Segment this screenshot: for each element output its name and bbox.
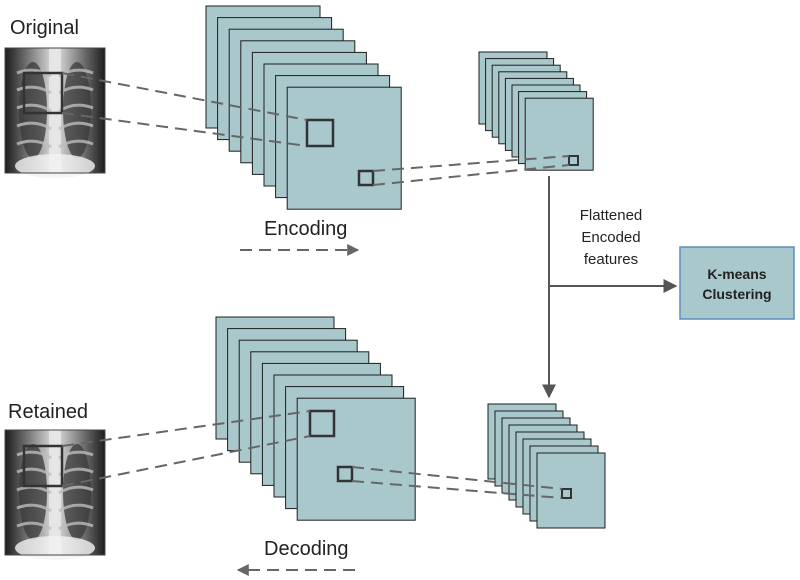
features-label-line2: Encoded	[581, 229, 640, 246]
original-patch-box	[22, 71, 64, 115]
decoder-large-feature-stack	[215, 316, 416, 521]
features-label-line1: Flattened	[580, 207, 643, 224]
retained-xray-image	[3, 428, 107, 562]
projection-lines	[61, 72, 570, 499]
kmeans-line2: Clustering	[702, 286, 771, 302]
encoder-output-kernel	[568, 155, 579, 166]
decoder-kernel-small	[336, 465, 354, 483]
retained-patch-box	[22, 444, 64, 488]
decoder-small-feature-stack	[487, 403, 606, 529]
decoder-large-layer-8	[296, 397, 416, 521]
encoder-large-layer-8	[286, 86, 402, 210]
encoding-label: Encoding	[264, 218, 347, 240]
original-label: Original	[10, 17, 79, 39]
decoding-label: Decoding	[264, 538, 349, 560]
encoder-kernel-large	[305, 118, 335, 148]
kmeans-line1: K-means	[707, 266, 766, 282]
retained-label: Retained	[8, 401, 88, 423]
encoder-small-feature-stack	[478, 51, 594, 171]
encoder-small-layer-8	[524, 97, 594, 171]
kmeans-clustering-box: K-means Clustering	[679, 246, 795, 320]
decoder-input-kernel	[561, 488, 572, 499]
encoder-kernel-small	[357, 169, 375, 187]
original-xray-image	[3, 46, 107, 180]
decoder-kernel-large	[308, 409, 336, 438]
features-label-line3: features	[584, 251, 638, 268]
